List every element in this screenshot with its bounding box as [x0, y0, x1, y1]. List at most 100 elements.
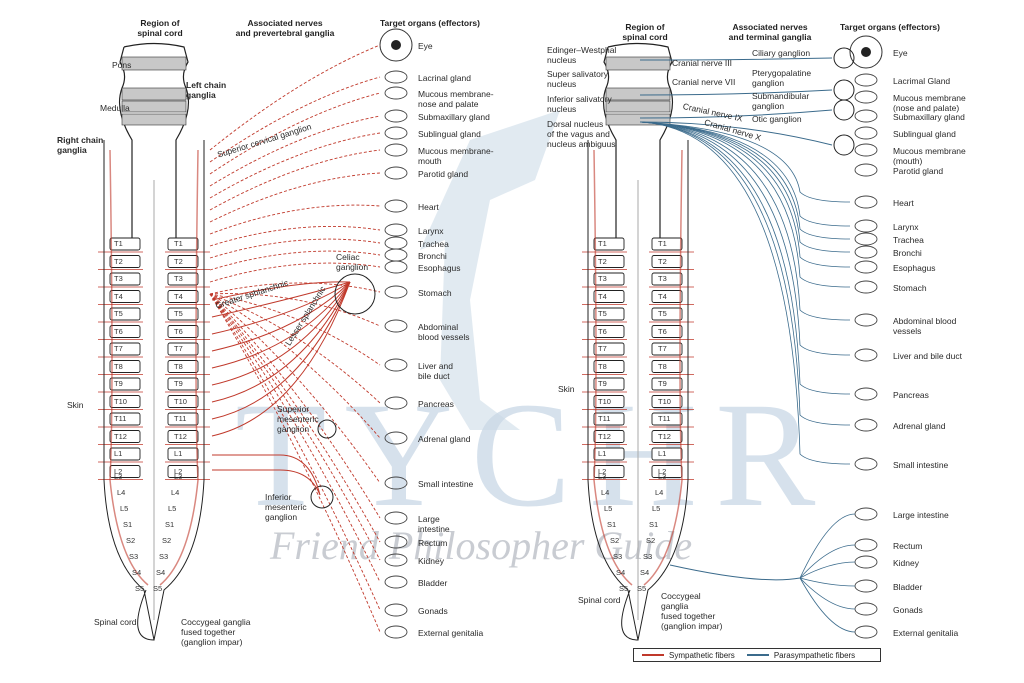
sym-seg-box-right-T3 [167, 272, 199, 286]
para-target-pancreas: Pancreas [893, 390, 929, 400]
para-target-gonads: Gonads [893, 605, 923, 615]
para-organ-icon-heart [854, 195, 878, 209]
para-ganglion-circle-2 [833, 99, 855, 121]
para-seg-box-left-L1 [593, 447, 625, 461]
para-segment-left-T3: T3 [598, 274, 607, 283]
sym-seg-box-right-L1 [167, 447, 199, 461]
para-organ-icon-parotid-gland [854, 163, 878, 177]
para-segment-left-T10: T10 [598, 396, 611, 406]
sym-segment-left-T7: T7 [114, 344, 123, 353]
para-target-adrenal-gland: Adrenal gland [893, 421, 946, 431]
sym-organ-icon-rectum [384, 535, 408, 549]
sym-segment-left-L4: L4 [117, 488, 126, 497]
sym-segment-right-T7: T7 [174, 344, 183, 353]
para-target-large-intestine: Large intestine [893, 510, 949, 520]
sym-target-trachea: Trachea [418, 239, 449, 249]
sym-fiber-18 [209, 293, 381, 519]
para-organ-icon-eye-pupil [861, 47, 871, 57]
sym-label-celiac: Celiac ganglion [336, 252, 369, 272]
sym-seg-box-left-T5 [109, 307, 141, 321]
sym-segment-left-S4: S4 [132, 568, 142, 577]
sym-seg-box-right-T5 [167, 307, 199, 321]
sym-seg-box-right-T1 [167, 237, 199, 251]
para-segment-right-T7: T7 [658, 344, 667, 353]
para-nucleus-superior-salivatory: Super salivatory nucleus [547, 69, 608, 89]
para-organ-icon-mucous-membrane-nose-and-palate [854, 90, 878, 104]
sym-segment-right-T3: T3 [174, 274, 183, 283]
para-segment-left-T6: T6 [598, 326, 607, 336]
para-organ-icon-rectum [854, 538, 878, 552]
sym-fiber-21 [209, 293, 381, 583]
para-segment-right-T11: T11 [658, 414, 671, 423]
para-pelvic-branch-18 [799, 513, 856, 579]
sym-organ-icon-parotid-gland [384, 166, 408, 180]
sym-seg-box-right-T10 [167, 395, 199, 408]
sym-header-nerves: Associated nerves and prevertebral gangl… [235, 18, 335, 38]
sym-segment-right-L2: L2 [174, 466, 183, 476]
para-header-nerves: Associated nerves and terminal ganglia [728, 22, 812, 42]
para-segment-right-T10: T10 [658, 396, 671, 406]
para-ganglion-circle-1 [833, 79, 855, 101]
para-header-targets: Target organs (effectors) [840, 22, 940, 32]
para-target-small-intestine: Small intestine [893, 460, 949, 470]
sym-target-bladder: Bladder [418, 578, 448, 588]
para-label-spinal-cord: Spinal cord [578, 595, 621, 605]
sym-seg-box-left-T2 [109, 255, 141, 268]
sym-organ-icon-heart [384, 199, 408, 213]
watermark-t-shape [420, 110, 560, 430]
para-segment-left-T11: T11 [598, 414, 611, 423]
para-seg-box-right-T10 [651, 395, 683, 408]
para-cranial-nerve-2 [639, 121, 833, 146]
para-vagus-branch-11 [639, 121, 851, 268]
para-organ-icon-large-intestine [854, 507, 878, 521]
para-nucleus-edinger-westphal: Edinger–Westphal nucleus [547, 45, 617, 65]
para-segment-right-T1: T1 [658, 239, 667, 248]
sym-segment-left-T1: T1 [114, 239, 123, 248]
sym-seg-box-left-T8 [109, 360, 141, 373]
sym-organ-icon-pancreas [384, 396, 408, 410]
celiac-ganglion-circle [334, 273, 376, 315]
sym-segment-left-T11: T11 [114, 414, 127, 423]
para-vagus-branch-9 [639, 121, 851, 240]
para-nucleus-dorsal-vagus: Dorsal nucleus of the vagus and nucleus … [547, 119, 616, 149]
sym-splanchnic-8 [211, 281, 351, 437]
sym-segment-left-S1: S1 [123, 520, 133, 529]
sym-header-region: Region of spinal cord [137, 18, 183, 38]
para-segment-right-T2: T2 [658, 256, 667, 266]
sym-organ-icon-lacrinal-gland [384, 70, 408, 84]
para-ganglion-circle-3 [833, 134, 855, 156]
sym-segment-left-T4: T4 [114, 291, 123, 301]
sym-segment-right-T12: T12 [174, 431, 187, 441]
para-organ-icon-kidney [854, 555, 878, 569]
sym-brainstem-band-0 [121, 56, 187, 71]
para-segment-left-L3: L3 [598, 472, 607, 481]
sym-fiber-5 [209, 149, 381, 211]
para-target-sublingual-gland: Sublingual gland [893, 129, 956, 139]
para-seg-box-left-T6 [593, 325, 625, 338]
para-seg-box-left-T2 [593, 255, 625, 268]
para-organ-icon-external-genitalia [854, 625, 878, 639]
sym-label-coccygeal: Coccygeal ganglia fused together (gangli… [181, 617, 251, 647]
para-segment-right-T8: T8 [658, 361, 667, 371]
sym-sympathetic-chain [109, 149, 199, 586]
inferior-mesenteric-ganglion-circle [310, 485, 334, 509]
para-seg-box-right-T12 [651, 430, 683, 443]
sym-seg-box-right-T2 [167, 255, 199, 268]
sym-seg-box-left-T10 [109, 395, 141, 408]
para-seg-box-left-T8 [593, 360, 625, 373]
para-vagus-branch-16 [639, 121, 851, 426]
sym-organ-icon-larynx [384, 223, 408, 237]
sym-segment-right-L4: L4 [171, 488, 180, 497]
sym-segment-right-L5: L5 [168, 504, 177, 513]
para-segment-left-S5: S5 [619, 584, 629, 593]
para-label-pterygopalatine-ganglion: Pterygopalatine ganglion [752, 68, 812, 88]
para-segment-right-L3: L3 [658, 472, 667, 481]
para-segment-left-S1: S1 [607, 520, 617, 529]
sym-fiber-1 [209, 76, 381, 163]
sym-label-pons: Pons [112, 60, 132, 70]
sym-target-mucous-membrane-mouth: Mucous membrane- mouth [418, 146, 494, 166]
sym-splanchnic-2 [211, 281, 351, 335]
para-cranial-nerve-3 [639, 109, 833, 119]
sym-segment-right-T6: T6 [174, 326, 183, 336]
